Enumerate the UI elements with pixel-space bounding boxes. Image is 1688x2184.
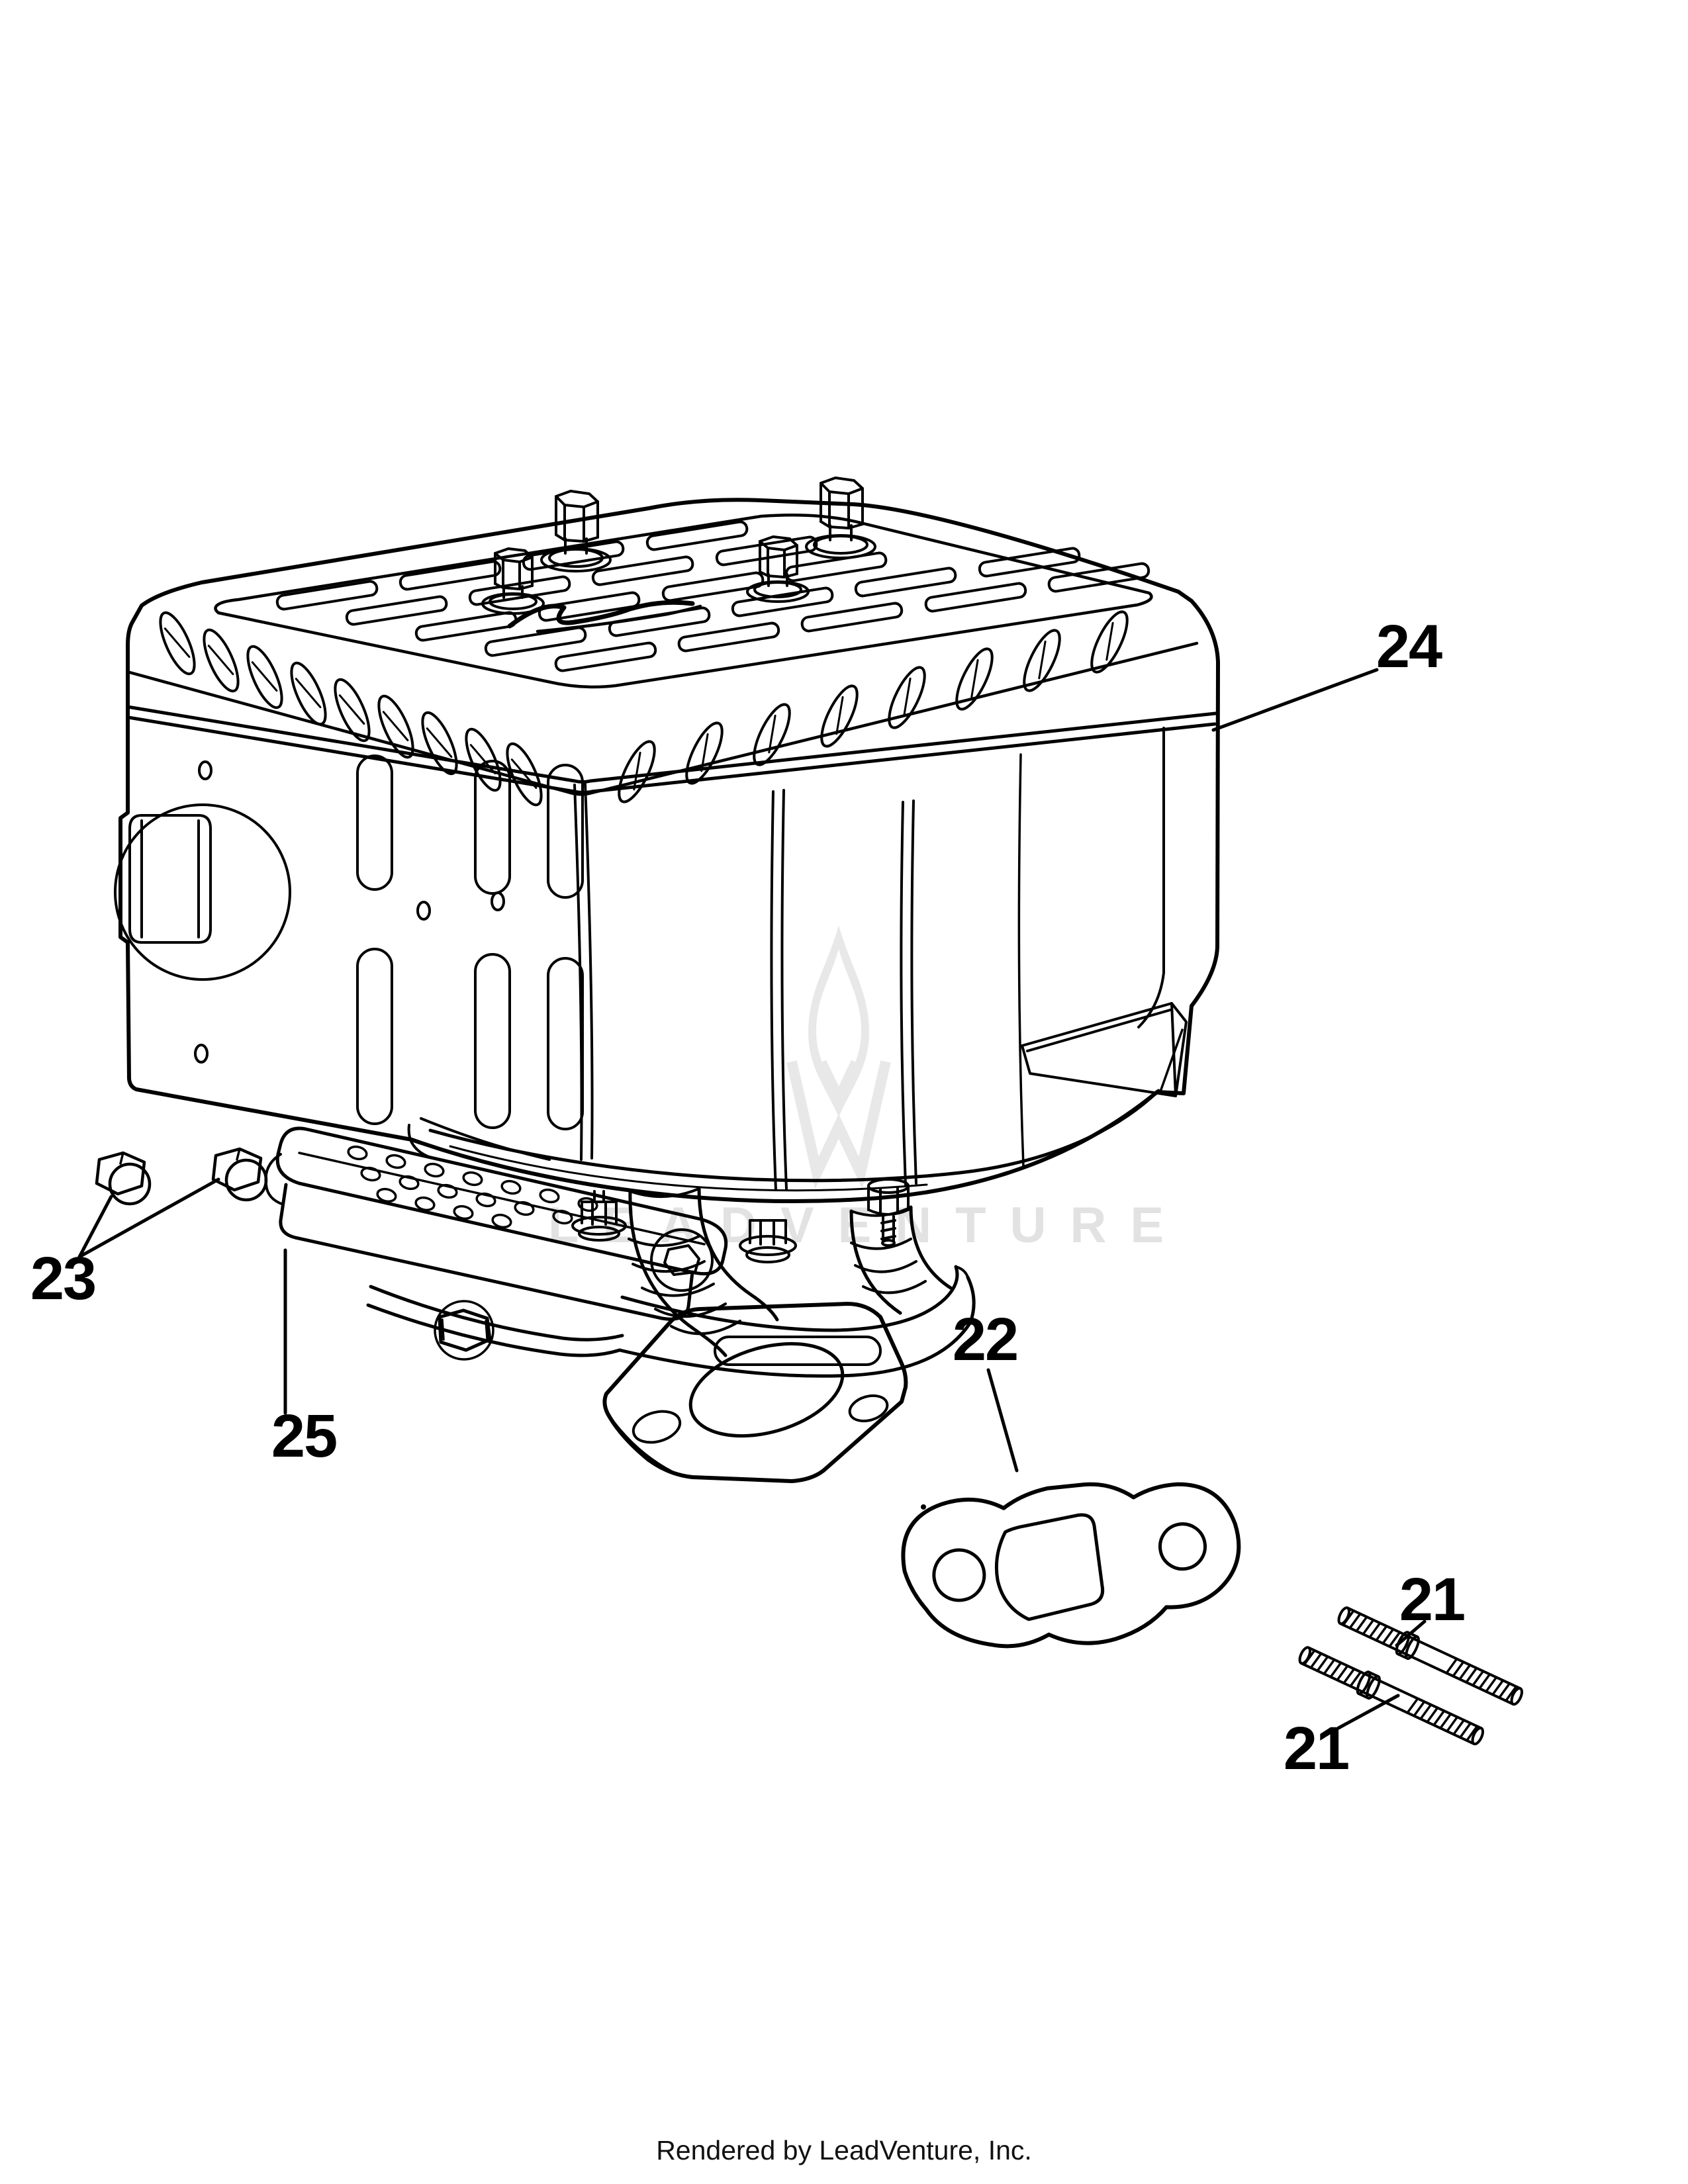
callout-22[interactable]: 22 [953, 1306, 1019, 1373]
body-corner-edge [584, 783, 594, 1160]
leader-21-upper [1395, 1619, 1427, 1647]
leader-22 [986, 1368, 1019, 1473]
right-face [770, 727, 1165, 1191]
front-left-louvers [152, 607, 549, 811]
leader-23a [77, 1195, 113, 1259]
exhaust-flange [602, 1302, 908, 1483]
muffler-assembly [114, 477, 1220, 1483]
cover-seam-line [126, 715, 1217, 794]
top-vent-slots [275, 520, 1150, 672]
callout-24[interactable]: 24 [1376, 613, 1444, 680]
mount-bracket-flap [1021, 1002, 1188, 1097]
leader-21-lower [1336, 1694, 1400, 1730]
callout-leaders [77, 668, 1427, 1730]
brand-emboss [507, 600, 702, 633]
louver-band-edge-left [128, 670, 573, 795]
leader-23b [77, 1177, 220, 1259]
callout-21-upper[interactable]: 21 [1399, 1566, 1466, 1633]
callout-21-lower[interactable]: 21 [1284, 1715, 1350, 1782]
callout-23[interactable]: 23 [30, 1245, 97, 1312]
muffler-top-face [214, 513, 1153, 689]
left-face [114, 754, 584, 1130]
muffler-outline [118, 498, 1220, 1203]
leader-24 [1211, 668, 1379, 732]
bolt-pair-23 [95, 1147, 268, 1206]
heat-shield-perforations [347, 1145, 598, 1229]
mounting-nuts [571, 1178, 910, 1263]
callout-25[interactable]: 25 [271, 1402, 338, 1470]
gasket-22 [901, 1482, 1241, 1649]
outlet-clamp [366, 1265, 976, 1378]
body-corner-edge [573, 784, 583, 1161]
footer-credit: Rendered by LeadVenture, Inc. [656, 2135, 1032, 2165]
stray-dot [921, 1504, 926, 1510]
